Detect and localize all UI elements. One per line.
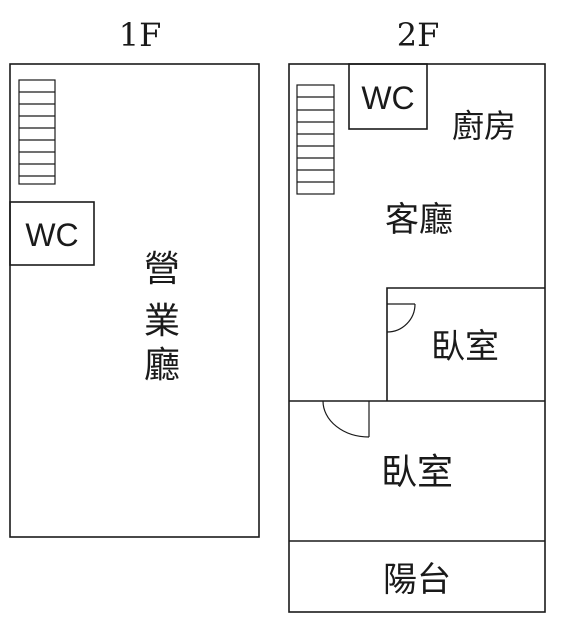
floor-1-hall-label-3: 廳: [144, 345, 180, 386]
floor-1-label: 1F: [119, 16, 162, 54]
floor-1-hall-label-2: 業: [144, 301, 180, 342]
floor-2-bedroom-small-walls: [386, 287, 545, 401]
floor-2-staircase: [296, 84, 335, 195]
floor-2-wc-room: [348, 63, 428, 130]
floor-1-wc-room: [9, 201, 95, 266]
floor-2-bedroom-small-label: 臥室: [431, 327, 499, 367]
floor-2-wc-label: WC: [361, 80, 414, 116]
floor-1-wc-label: WC: [25, 217, 78, 253]
floor-2-living-room-label: 客廳: [385, 200, 453, 240]
floor-2-label: 2F: [397, 16, 440, 54]
floor-1-hall-label-1: 營: [144, 249, 180, 290]
floor-1-staircase: [18, 79, 56, 185]
floor-2: 2F WC 廚房 客廳 臥室 臥室: [288, 16, 546, 613]
floor-2-balcony-label: 陽台: [383, 560, 451, 600]
floor-1-outline: [9, 63, 260, 538]
floor-2-bedroom-small-door: [386, 303, 416, 333]
floor-2-bedroom-large-door: [322, 400, 370, 438]
floor-2-kitchen-label: 廚房: [452, 107, 516, 145]
floor-1: 1F WC 營 業 廳: [9, 16, 260, 538]
floor-2-bedroom-large-label: 臥室: [381, 452, 453, 493]
